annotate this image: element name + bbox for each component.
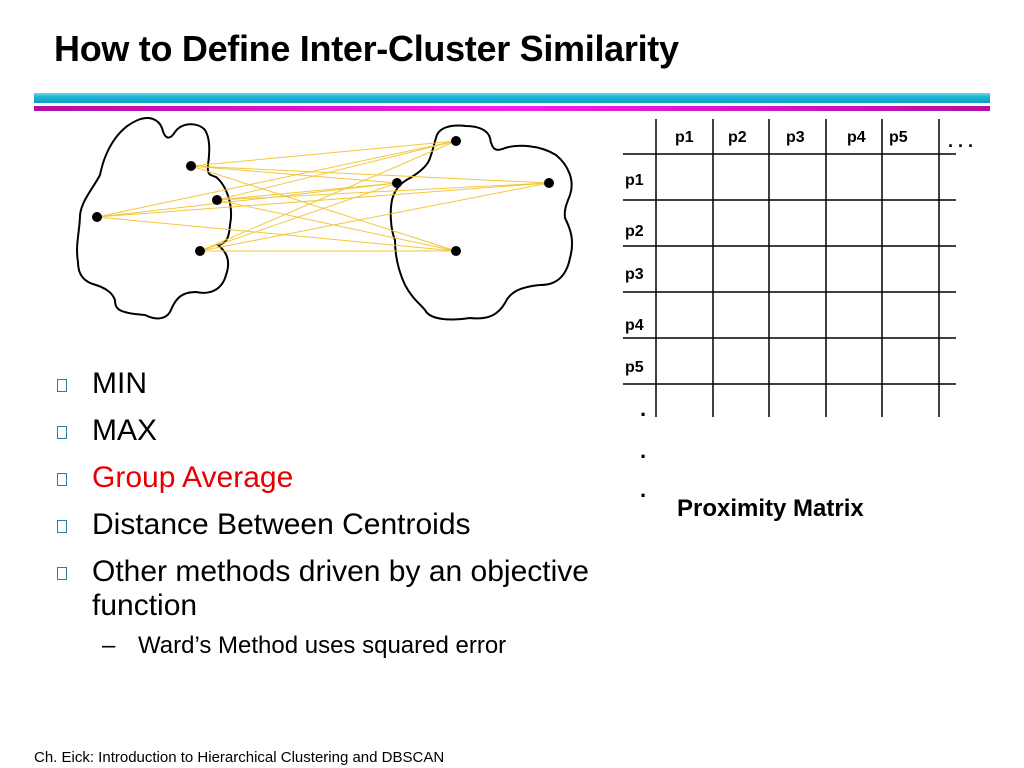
bullet-label: MIN <box>92 367 147 400</box>
bullet-label-highlighted: Group Average <box>92 461 294 494</box>
matrix-row-header-p1: p1 <box>625 172 644 189</box>
title-underline-magenta <box>34 106 990 111</box>
matrix-col-header-p5: p5 <box>889 129 908 146</box>
bullet-item-centroids: Distance Between Centroids <box>54 505 589 552</box>
square-bullet-icon <box>57 567 67 580</box>
matrix-row-header-p2: p2 <box>625 223 644 240</box>
bullet-item-objective: Other methods driven by an objective <box>54 552 589 599</box>
matrix-col-header-p2: p2 <box>728 129 747 146</box>
matrix-row-header-p4: p4 <box>625 317 644 334</box>
matrix-row-header-p3: p3 <box>625 266 644 283</box>
matrix-row-header-p5: p5 <box>625 359 644 376</box>
bullet-item-max: MAX <box>54 411 589 458</box>
slide-title: How to Define Inter-Cluster Similarity <box>54 28 679 69</box>
square-bullet-icon <box>57 379 67 392</box>
matrix-row-ellipsis-1: · <box>640 402 648 427</box>
bullet-label: Distance Between Centroids <box>92 508 471 541</box>
bullet-item-group-average: Group Average <box>54 458 589 505</box>
bullet-continuation: function <box>92 589 198 622</box>
cluster-points <box>92 136 554 256</box>
slide-footer: Ch. Eick: Introduction to Hierarchical C… <box>34 749 445 766</box>
inter-cluster-links <box>96 140 550 252</box>
bullet-item-min: MIN <box>54 364 589 411</box>
matrix-row-ellipsis-2: · <box>640 444 648 469</box>
dash-bullet-icon: – <box>102 632 116 659</box>
matrix-col-ellipsis: . . . <box>948 131 974 151</box>
sub-bullet-label: Ward’s Method uses squared error <box>138 632 507 659</box>
cluster-diagram <box>76 117 574 321</box>
square-bullet-icon <box>57 473 67 486</box>
square-bullet-icon <box>57 520 67 533</box>
bullet-label: MAX <box>92 414 158 447</box>
right-cluster-outline <box>389 124 574 321</box>
bullet-list: MIN MAX Group Average Distance Between C… <box>54 364 589 661</box>
square-bullet-icon <box>57 426 67 439</box>
matrix-title: Proximity Matrix <box>677 495 864 522</box>
matrix-col-header-p1: p1 <box>675 129 694 146</box>
bullet-label: Other methods driven by an objective <box>92 555 589 588</box>
matrix-col-header-p4: p4 <box>847 129 866 146</box>
matrix-col-header-p3: p3 <box>786 129 805 146</box>
title-underline-cyan <box>34 93 990 103</box>
sub-bullet-ward: – Ward’s Method uses squared error <box>54 631 589 661</box>
matrix-row-ellipsis-3: · <box>640 483 648 508</box>
left-cluster-outline <box>76 117 232 320</box>
